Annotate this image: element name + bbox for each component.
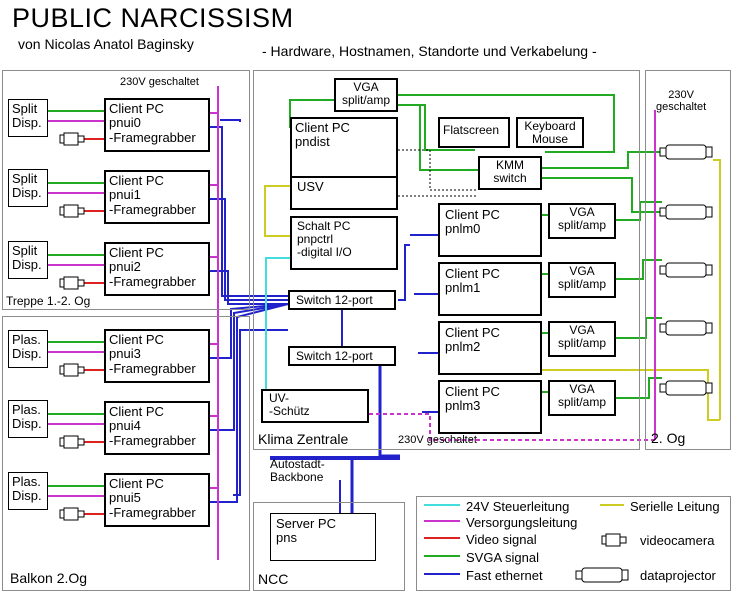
client-pc-pnui4: Client PC pnui4 -Framegrabber — [104, 401, 210, 455]
vga-splitter-3: VGA split/amp — [548, 380, 616, 416]
dataprojector-icon-4 — [659, 380, 713, 396]
dataprojector-icon-0 — [659, 144, 713, 160]
serial-projectors — [542, 369, 720, 421]
legend-frame — [416, 496, 731, 591]
region-klima-label: Klima Zentrale — [258, 431, 349, 447]
power-label-bottom: 230V geschaltet — [398, 434, 477, 446]
display-plasma-4: Plas. Disp. — [8, 400, 48, 438]
author-line: von Nicolas Anatol Baginsky — [18, 36, 194, 52]
ethernet-cable-left-3 — [210, 303, 289, 359]
legend-label-videocamera: videocamera — [640, 533, 715, 548]
serial-usv — [264, 185, 290, 237]
client-pc-pndist: Client PC pndist — [290, 117, 398, 181]
display-split-2: Split Disp. — [8, 241, 48, 279]
svga-flatscreen — [420, 104, 475, 151]
legend-label-serial: Serielle Leitung — [630, 499, 720, 514]
svga-kmm-out-1 — [542, 177, 662, 213]
power-label-left: 230V geschaltet — [120, 76, 199, 88]
serial-bus-right — [713, 159, 721, 420]
schalt-pc-pnpctrl: Schalt PC pnpctrl -digital I/O — [290, 216, 398, 270]
uv-schuetz: UV- -Schütz — [261, 389, 369, 423]
svga-vga-to-kmm — [398, 94, 615, 153]
legend-label-24v: 24V Steuerleitung — [466, 499, 570, 514]
legend-label-svga: SVGA signal — [466, 550, 539, 565]
display-plasma-3: Plas. Disp. — [8, 330, 48, 368]
kmm-dotted — [398, 149, 478, 191]
region-treppe-label: Treppe 1.-2. Og — [6, 294, 91, 308]
dataprojector-icon-1 — [659, 204, 713, 220]
keyboard-mouse: Keyboard Mouse — [516, 117, 584, 148]
videocamera-icon-2 — [59, 276, 85, 290]
legend-videocamera-icon — [601, 533, 627, 547]
backbone-label: Autostadt- Backbone — [270, 457, 325, 484]
usv: USV — [290, 176, 398, 210]
region-og2-label: 2. Og — [651, 430, 686, 446]
vga-splitter-top: VGA split/amp — [334, 78, 398, 112]
ethernet-cable-left-4 — [210, 303, 289, 431]
client-pc-pnui1: Client PC pnui1 -Framegrabber — [104, 170, 210, 224]
videocamera-icon-4 — [59, 435, 85, 449]
videocamera-icon-0 — [59, 132, 85, 146]
client-pc-pnui3: Client PC pnui3 -Framegrabber — [104, 329, 210, 383]
server-pc-pns: Server PC pns — [270, 513, 376, 561]
region-balkon-label: Balkon 2.Og — [10, 570, 88, 586]
region-treppe — [2, 70, 250, 310]
vga-splitter-2: VGA split/amp — [548, 321, 616, 357]
client-pc-pnlm0: Client PC pnlm0 — [438, 203, 542, 257]
device-icons — [59, 132, 713, 583]
display-plasma-5: Plas. Disp. — [8, 472, 48, 510]
svga-vga-to-kmm-2 — [398, 104, 478, 171]
vga-splitter-1: VGA split/amp — [548, 262, 616, 298]
subtitle: - Hardware, Hostnamen, Standorte und Ver… — [262, 43, 597, 59]
dataprojector-icon-2 — [659, 262, 713, 278]
legend-dataprojector-icon — [575, 567, 629, 583]
region-klima — [253, 70, 640, 450]
power-uv-out — [369, 413, 655, 441]
client-pc-pnlm2: Client PC pnlm2 — [438, 321, 542, 375]
display-split-1: Split Disp. — [8, 169, 48, 207]
kmm-switch: KMM switch — [478, 156, 542, 190]
ethernet-cable-left-5 — [210, 303, 289, 503]
control-24v-uv — [265, 257, 290, 389]
ethernet-run-balkon — [233, 329, 288, 496]
videocamera-icon-5 — [59, 507, 85, 521]
switch-12-port-1: Switch 12-port — [288, 290, 396, 310]
page-title: PUBLIC NARCISSISM — [12, 3, 294, 33]
legend-label-ethernet: Fast ethernet — [466, 568, 543, 583]
ethernet-stub-0 — [220, 119, 241, 122]
vga-splitter-0: VGA split/amp — [548, 203, 616, 239]
dataprojector-icon-3 — [659, 320, 713, 336]
ethernet-switch-pnlm — [398, 244, 410, 301]
region-og2 — [645, 70, 731, 450]
client-pc-pnui5: Client PC pnui5 -Framegrabber — [104, 473, 210, 527]
videocamera-icon-3 — [59, 363, 85, 377]
display-split-0: Split Disp. — [8, 99, 48, 137]
svga-to-projector-0 — [616, 201, 662, 221]
power-label-right: 230V geschaltet — [656, 89, 707, 114]
client-pc-pnlm3: Client PC pnlm3 — [438, 380, 542, 434]
region-balkon — [2, 316, 250, 591]
svga-to-projector-1 — [616, 259, 662, 280]
region-ncc-label: NCC — [258, 571, 289, 587]
client-pc-pnui0: Client PC pnui0 -Framegrabber — [104, 98, 210, 152]
client-pc-pnui2: Client PC pnui2 -Framegrabber — [104, 242, 210, 296]
switch-12-port-2: Switch 12-port — [288, 346, 396, 366]
legend-label-dataprojector: dataprojector — [640, 568, 716, 583]
legend-label-power: Versorgungsleitung — [466, 515, 578, 530]
flatscreen: Flatscreen — [438, 117, 510, 148]
region-ncc — [253, 502, 405, 591]
ethernet-cable-left-0 — [210, 126, 288, 297]
videocamera-icon-1 — [59, 204, 85, 218]
legend-label-video: Video signal — [466, 532, 537, 547]
client-pc-pnlm1: Client PC pnlm1 — [438, 262, 542, 316]
